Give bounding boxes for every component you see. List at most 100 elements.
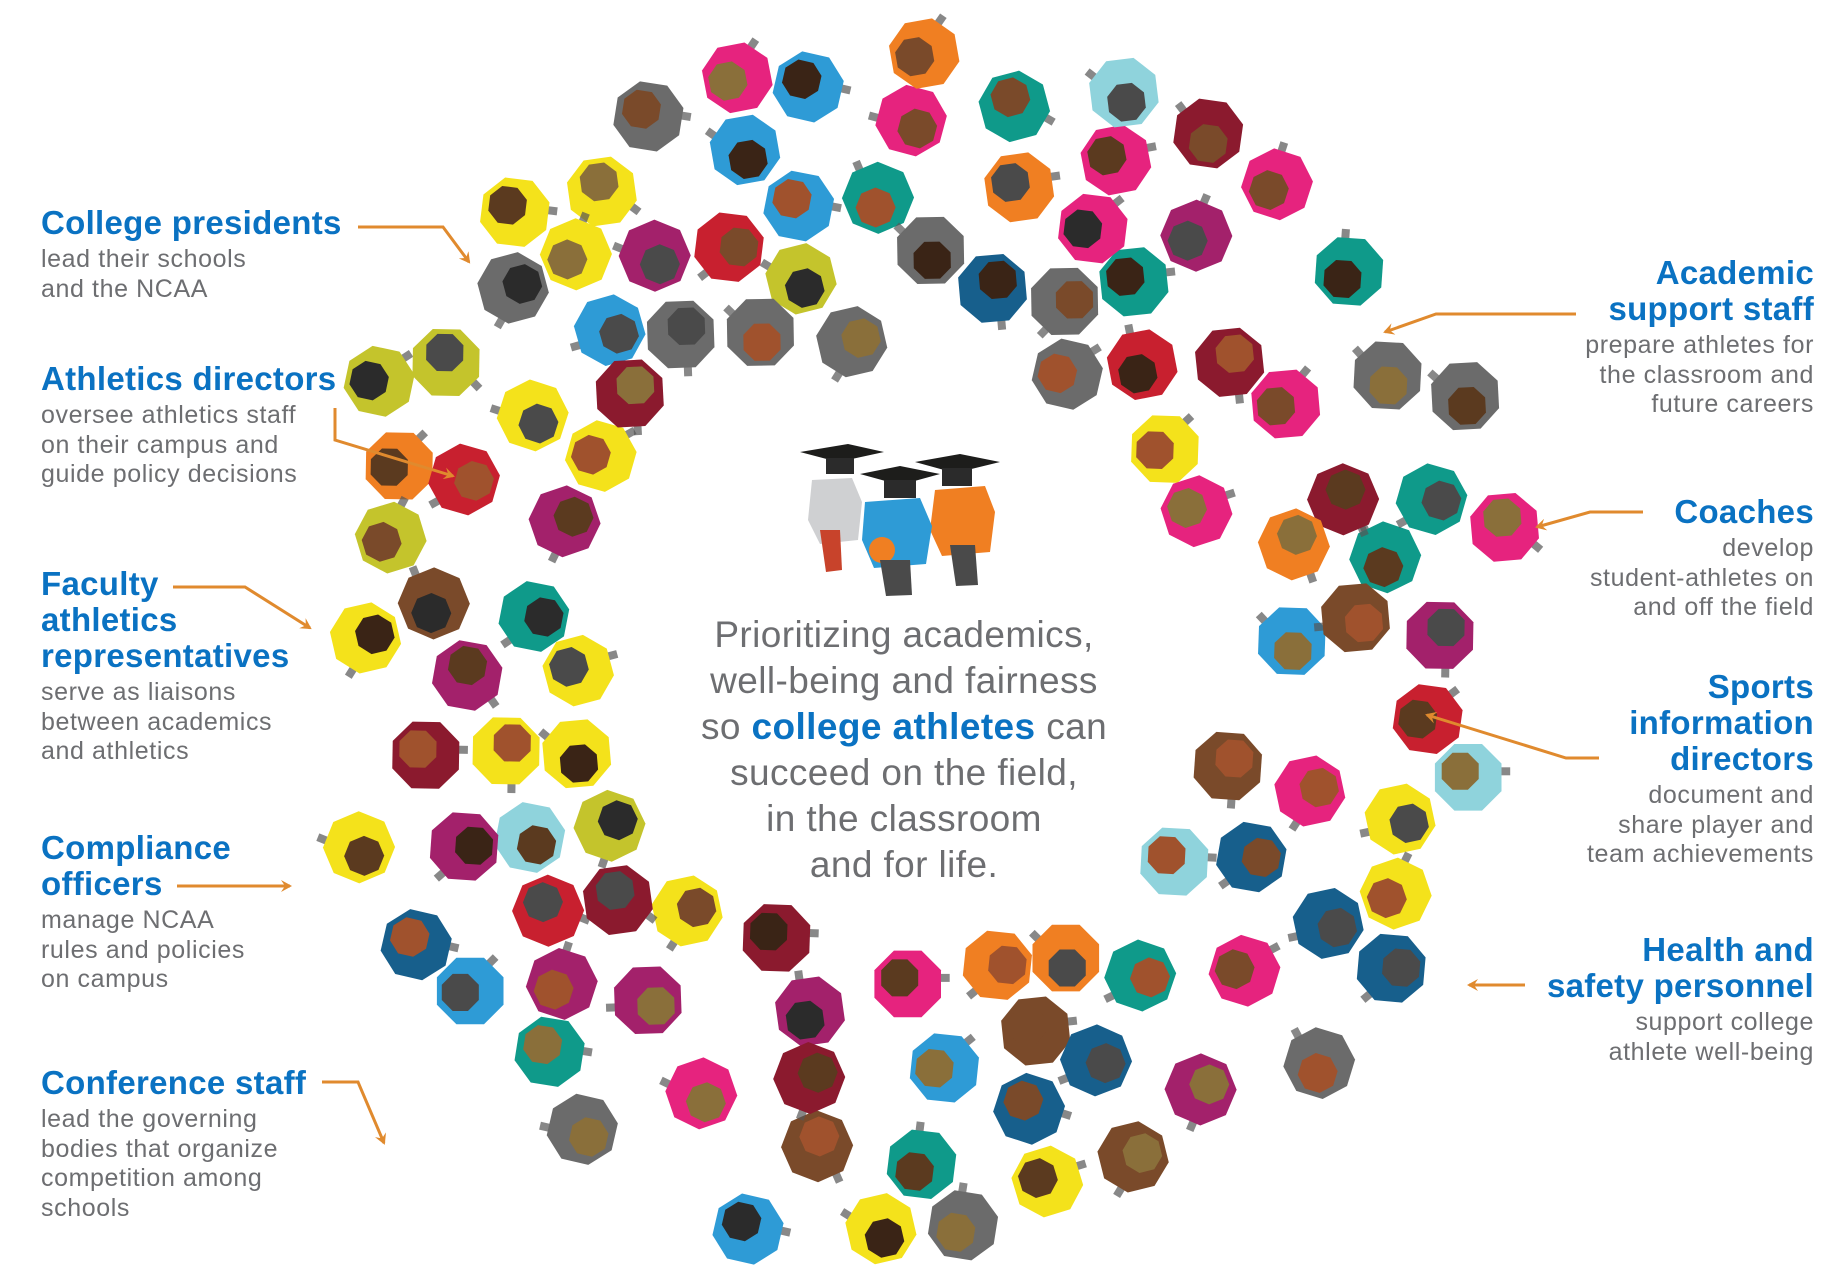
person-figure: [651, 875, 723, 952]
person-figure: [477, 252, 549, 330]
person-figure: [1307, 463, 1380, 538]
person-figure: [525, 940, 598, 1020]
person-head: [988, 945, 1027, 985]
person-head: [719, 227, 759, 267]
person-head: [549, 647, 589, 687]
person-head: [1483, 498, 1522, 537]
person-head: [915, 1049, 954, 1088]
person-head: [1323, 259, 1362, 298]
person-figure: [365, 429, 433, 500]
person-figure: [569, 294, 646, 367]
person-head: [1017, 1158, 1058, 1199]
person-figure: [472, 717, 540, 794]
person-figure: [539, 1093, 618, 1165]
person-head: [1382, 948, 1421, 987]
person-figure: [538, 719, 612, 789]
person-figure: [1001, 996, 1078, 1066]
person-head: [524, 597, 564, 637]
person-head: [1087, 136, 1127, 176]
person-head: [1427, 608, 1465, 647]
person-head: [1448, 387, 1486, 425]
person-head: [1325, 469, 1366, 510]
person-head: [1085, 1043, 1126, 1084]
person-figure: [1434, 744, 1511, 811]
person-head: [441, 973, 479, 1011]
person-figure: [759, 243, 837, 315]
person-figure: [763, 170, 842, 242]
person-head: [1118, 354, 1158, 394]
person-figure: [1313, 583, 1390, 653]
person-head: [797, 1052, 838, 1093]
person-figure: [1314, 228, 1384, 306]
person-figure: [1359, 783, 1436, 855]
person-figure: [993, 1072, 1073, 1145]
person-head: [621, 89, 661, 129]
college-athletes-highlight: college athletes: [751, 706, 1036, 747]
person-figure: [612, 219, 691, 292]
person-head: [667, 307, 706, 346]
person-figure: [354, 495, 427, 574]
person-figure: [1164, 1053, 1237, 1132]
person-head: [1299, 767, 1339, 808]
person-figure: [436, 954, 504, 1025]
person-figure: [528, 485, 601, 564]
person-head: [1215, 334, 1254, 373]
person-head: [389, 917, 430, 957]
mission-line: Prioritizing academics,: [714, 614, 1094, 655]
person-head: [547, 239, 588, 280]
person-head: [349, 360, 389, 401]
person-head: [1037, 353, 1078, 394]
person-figure: [646, 300, 715, 377]
person-head: [637, 987, 675, 1025]
person-figure: [1057, 1024, 1133, 1097]
person-figure: [1160, 193, 1233, 272]
person-head: [895, 1152, 934, 1191]
person-head: [447, 645, 488, 686]
person-figure: [595, 359, 664, 436]
person-figure: [512, 874, 591, 947]
person-head: [411, 593, 452, 634]
mission-line: and for life.: [809, 844, 999, 885]
person-figure: [542, 634, 619, 707]
person-head: [1055, 281, 1094, 319]
person-head: [1363, 547, 1404, 588]
person-figure: [1140, 827, 1217, 896]
mission-text: so: [700, 706, 752, 747]
person-head: [1147, 836, 1186, 875]
person-figure: [1470, 493, 1544, 562]
person-figure: [909, 1033, 979, 1103]
person-figure: [489, 379, 569, 452]
person-head: [685, 1082, 726, 1123]
person-head: [785, 1000, 825, 1040]
person-figure: [1287, 887, 1364, 959]
graduate-center: [860, 466, 940, 596]
mission-line: so college athletes can: [604, 704, 1204, 750]
person-head: [1048, 949, 1086, 987]
person-figure: [1058, 193, 1128, 264]
person-figure: [816, 306, 888, 383]
person-figure: [775, 970, 845, 1047]
person-figure: [1427, 362, 1500, 431]
person-head: [728, 139, 768, 179]
role-athletics-directors: Athletics directors oversee athletics st…: [41, 361, 336, 490]
person-figure: [1031, 267, 1099, 339]
person-head: [1167, 487, 1208, 528]
person-figure: [927, 1182, 999, 1261]
person-figure: [694, 212, 764, 282]
person-figure: [573, 789, 646, 869]
person-figure: [1160, 475, 1236, 548]
person-figure: [1274, 755, 1346, 832]
mission-statement: Prioritizing academics, well-being and f…: [604, 612, 1204, 888]
